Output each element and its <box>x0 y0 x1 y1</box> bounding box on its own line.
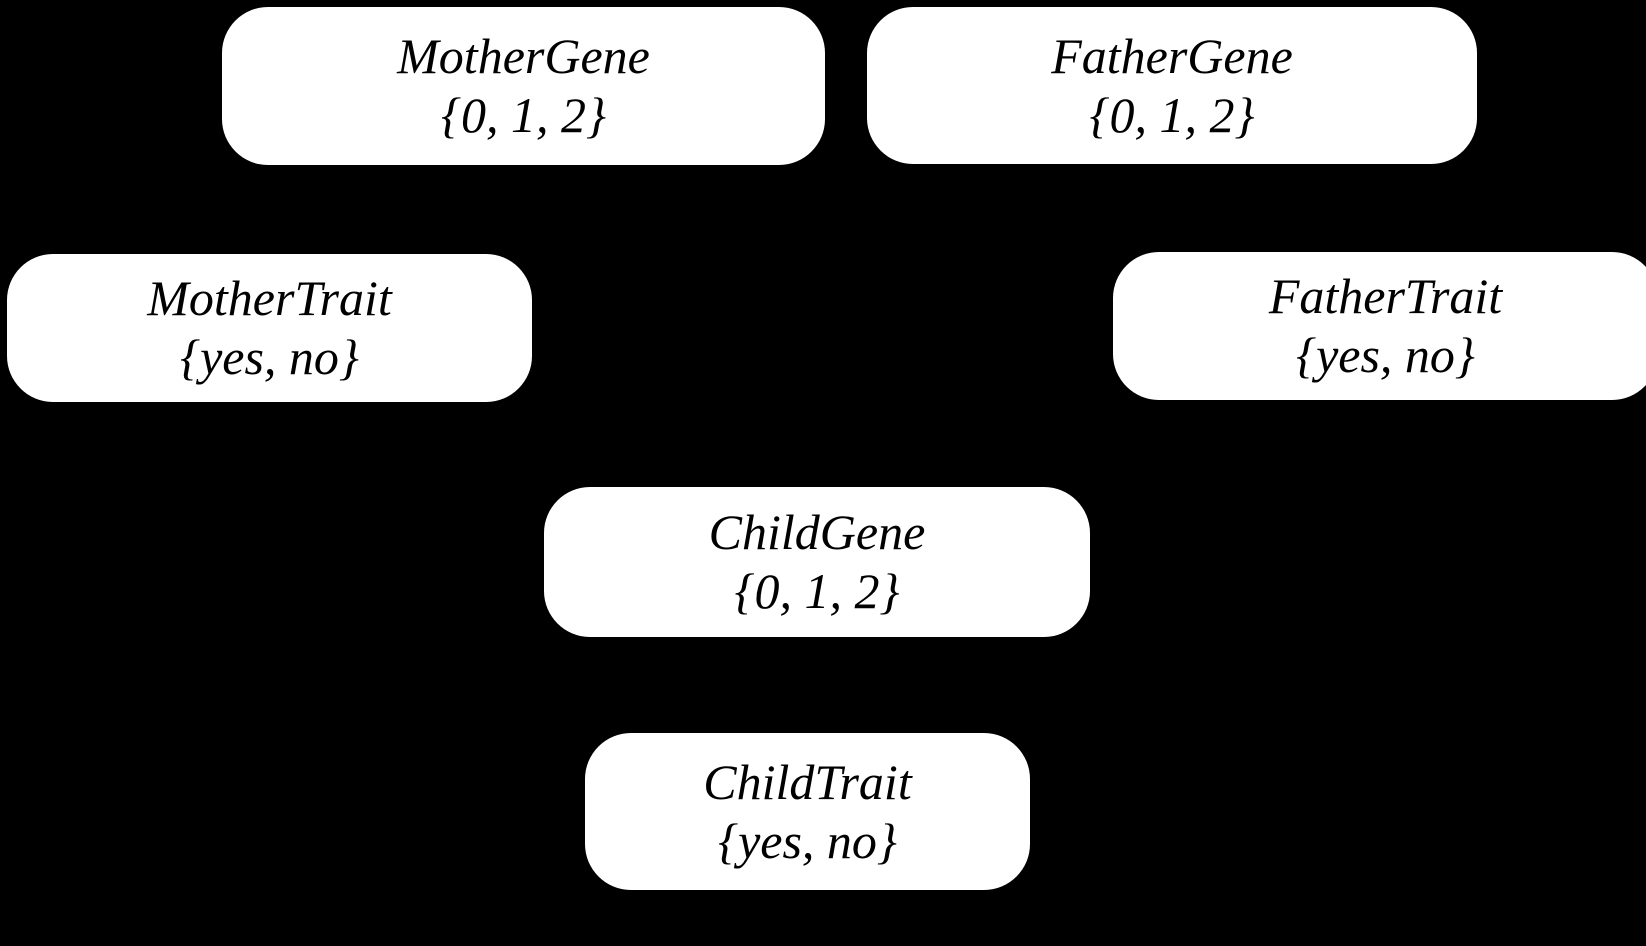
node-father-gene-domain: {0, 1, 2} <box>1089 86 1255 143</box>
node-father-trait-domain: {yes, no} <box>1296 327 1475 383</box>
node-father-trait-label: FatherTrait <box>1268 268 1503 324</box>
node-child-trait-domain: {yes, no} <box>718 812 897 869</box>
node-father-gene-label: FatherGene <box>1051 27 1293 84</box>
node-mother-gene-domain: {0, 1, 2} <box>441 87 606 143</box>
node-child-gene[interactable]: ChildGene {0, 1, 2} <box>544 487 1090 637</box>
node-child-trait-label: ChildTrait <box>703 753 912 810</box>
node-child-gene-domain: {0, 1, 2} <box>734 563 900 619</box>
node-mother-trait-domain: {yes, no} <box>180 329 359 385</box>
node-child-gene-label: ChildGene <box>708 504 926 560</box>
node-mother-gene-label: MotherGene <box>397 28 650 84</box>
node-father-trait[interactable]: FatherTrait {yes, no} <box>1113 252 1646 400</box>
node-child-trait[interactable]: ChildTrait {yes, no} <box>585 733 1030 890</box>
node-mother-trait[interactable]: MotherTrait {yes, no} <box>7 254 532 402</box>
node-father-gene[interactable]: FatherGene {0, 1, 2} <box>867 7 1477 164</box>
node-mother-trait-label: MotherTrait <box>147 270 392 326</box>
node-mother-gene[interactable]: MotherGene {0, 1, 2} <box>222 7 825 165</box>
